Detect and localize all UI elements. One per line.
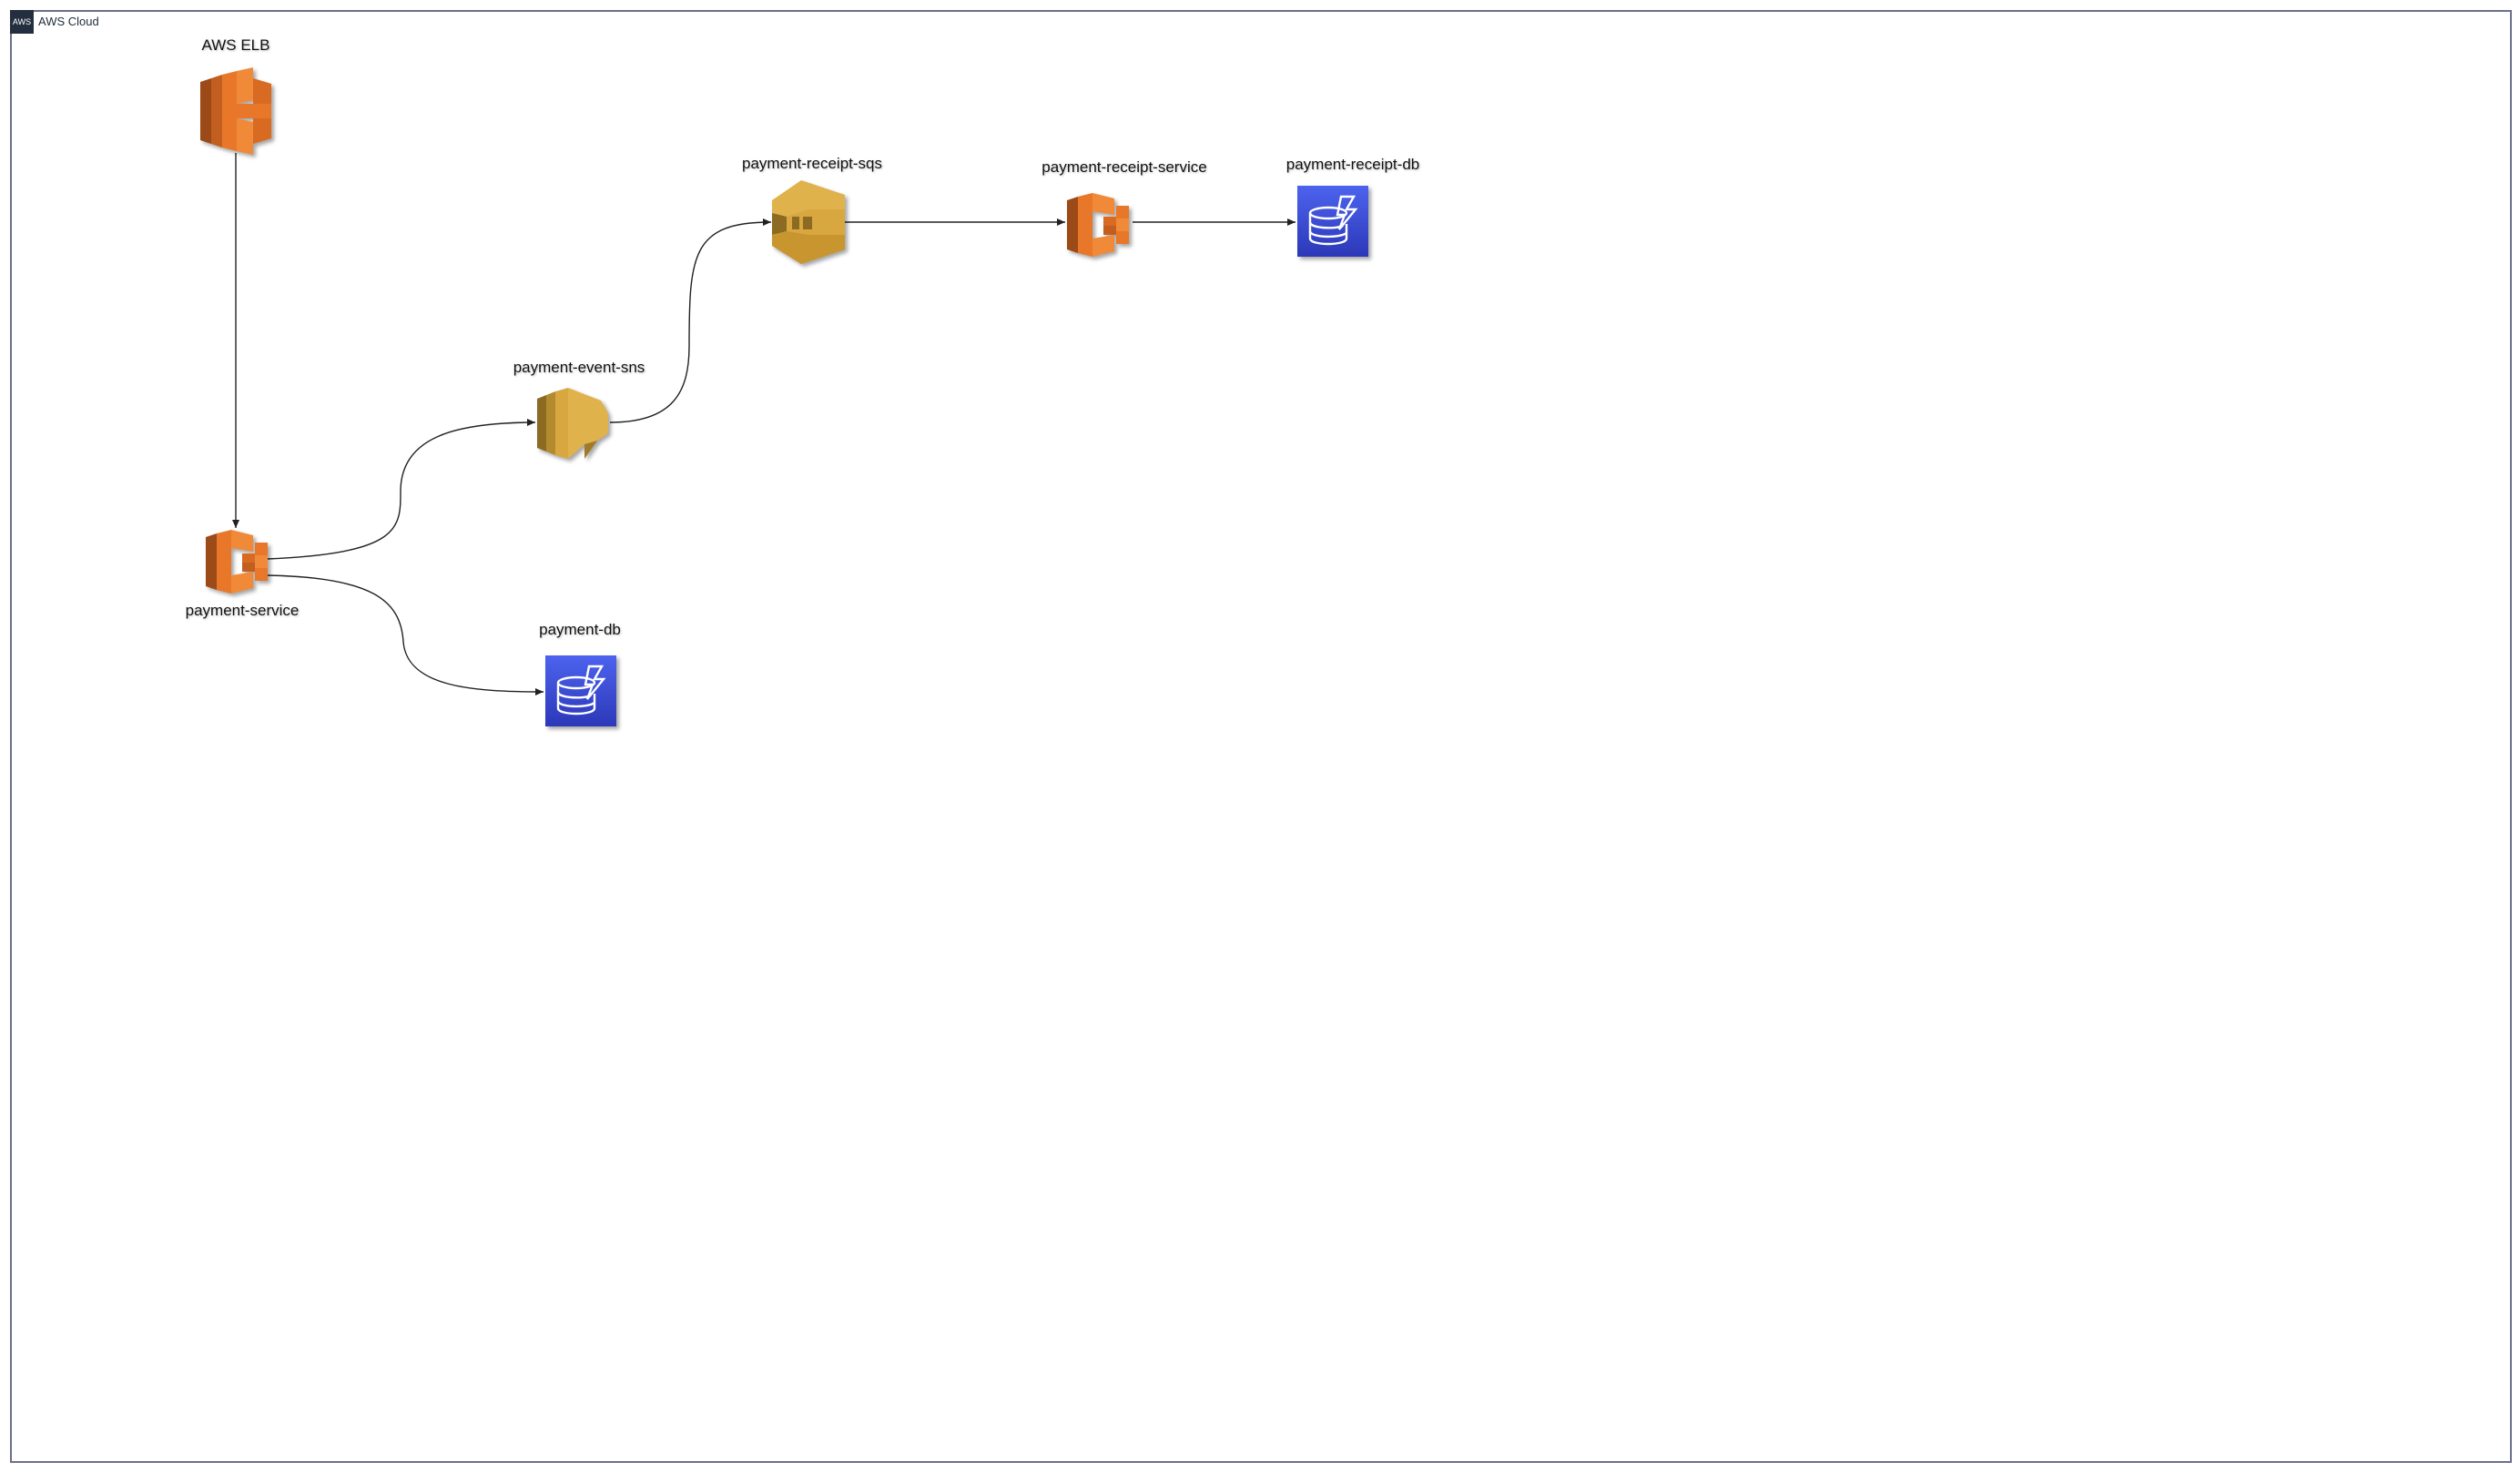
payment-event-sns-label: payment-event-sns <box>513 359 645 376</box>
aws-cloud-group[interactable] <box>10 10 2512 1463</box>
edge-payment-service-to-sns[interactable] <box>266 419 536 560</box>
aws-cloud-group-title: AWS Cloud <box>38 15 99 28</box>
elb-label: AWS ELB <box>201 36 270 54</box>
dynamodb-icon[interactable] <box>1297 186 1368 257</box>
payment-receipt-service-label: payment-receipt-service <box>1042 158 1207 176</box>
ecs-container-service-icon[interactable] <box>1067 193 1129 257</box>
aws-logo-icon: AWS <box>10 10 34 34</box>
payment-service-label: payment-service <box>185 602 300 619</box>
payment-db-label: payment-db <box>539 621 621 638</box>
elastic-load-balancing-icon[interactable] <box>200 67 271 155</box>
payment-receipt-db-label: payment-receipt-db <box>1285 156 1420 173</box>
payment-receipt-sqs-label: payment-receipt-sqs <box>741 155 883 172</box>
sqs-queue-icon[interactable] <box>772 180 845 264</box>
edge-sns-to-sqs[interactable] <box>609 218 772 423</box>
ecs-container-service-icon[interactable] <box>206 530 268 594</box>
sns-topic-icon[interactable] <box>537 388 608 459</box>
dynamodb-icon[interactable] <box>545 655 616 726</box>
edge-payment-service-to-payment-db[interactable] <box>266 574 544 695</box>
